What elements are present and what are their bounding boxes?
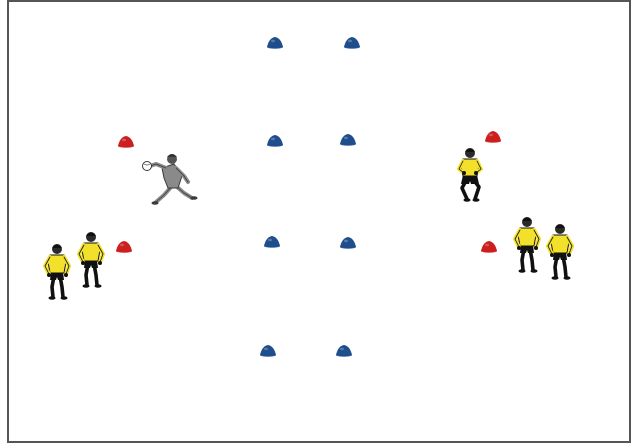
pitch-boundary [8,1,630,442]
ball-icon [143,162,152,171]
